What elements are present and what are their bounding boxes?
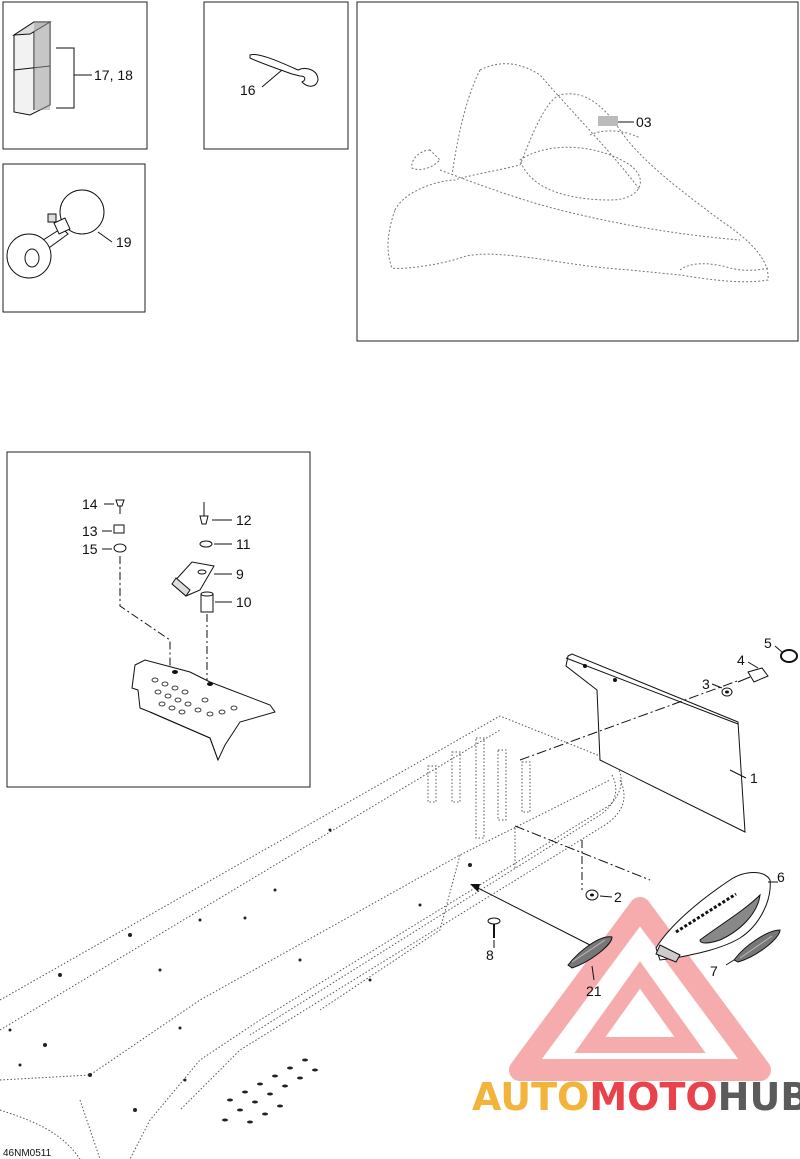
handle-6	[655, 872, 771, 963]
callout-9: 9	[236, 566, 244, 582]
reflector-21	[567, 936, 613, 969]
watermark-logo: AUTOMOTOHUB	[472, 1075, 800, 1119]
callout-17-18: 17, 18	[94, 67, 133, 83]
spacer-10	[200, 591, 214, 613]
watermark-auto: AUTO	[472, 1075, 589, 1119]
callout-2: 2	[614, 889, 622, 905]
washer-11	[199, 540, 213, 548]
callout-21: 21	[586, 983, 602, 999]
svg-text:AUTOMOTOHUB: AUTOMOTOHUB	[472, 1075, 800, 1119]
callout-5: 5	[764, 635, 772, 651]
box-mid-left: 19	[2, 163, 146, 313]
callout-14: 14	[82, 496, 98, 512]
callout-13: 13	[82, 523, 98, 539]
spacer-13	[113, 524, 125, 534]
callout-16: 16	[240, 82, 256, 98]
nut-2	[585, 889, 599, 901]
snow-flap-1	[565, 653, 746, 833]
nut-5	[780, 649, 798, 663]
callout-3: 3	[702, 676, 710, 692]
box-top-middle: 16	[203, 1, 349, 150]
nut-15	[113, 543, 127, 553]
watermark-moto: MOTO	[589, 1075, 717, 1119]
callout-1: 1	[750, 770, 758, 786]
bolt-4	[737, 667, 769, 683]
tunnel-slots	[427, 737, 531, 839]
callout-15: 15	[82, 541, 98, 557]
callout-4: 4	[737, 652, 745, 668]
rivet-12	[199, 502, 209, 525]
callout-11: 11	[236, 536, 251, 552]
horn-part	[6, 189, 105, 279]
screw-8	[487, 917, 501, 938]
wrench-part	[249, 53, 319, 87]
reflector-7	[733, 929, 781, 963]
washer-3	[721, 687, 733, 697]
watermark-hub: HUB	[718, 1075, 800, 1119]
tunnel-holes	[8, 828, 472, 1112]
box-top-left: 17, 18	[2, 1, 148, 150]
diagram-code: 46NM0511	[3, 1148, 52, 1159]
screw-14	[115, 499, 125, 514]
callout-6: 6	[777, 869, 785, 885]
callout-12: 12	[236, 512, 252, 528]
callout-10: 10	[236, 594, 252, 610]
inset-bumper-part	[131, 659, 276, 762]
box-top-right: 03	[356, 1, 799, 342]
callout-7: 7	[710, 963, 718, 979]
callout-19: 19	[116, 234, 132, 250]
box-inset: 14 13 15 12 11 9	[6, 451, 311, 788]
block-part	[12, 21, 52, 116]
callout-03: 03	[636, 114, 652, 130]
callout-8: 8	[486, 947, 494, 963]
bracket-9	[171, 561, 215, 597]
windshield-hood-outline	[387, 63, 769, 283]
watermark-triangle	[509, 897, 771, 1081]
tunnel-perforations	[222, 1058, 318, 1124]
